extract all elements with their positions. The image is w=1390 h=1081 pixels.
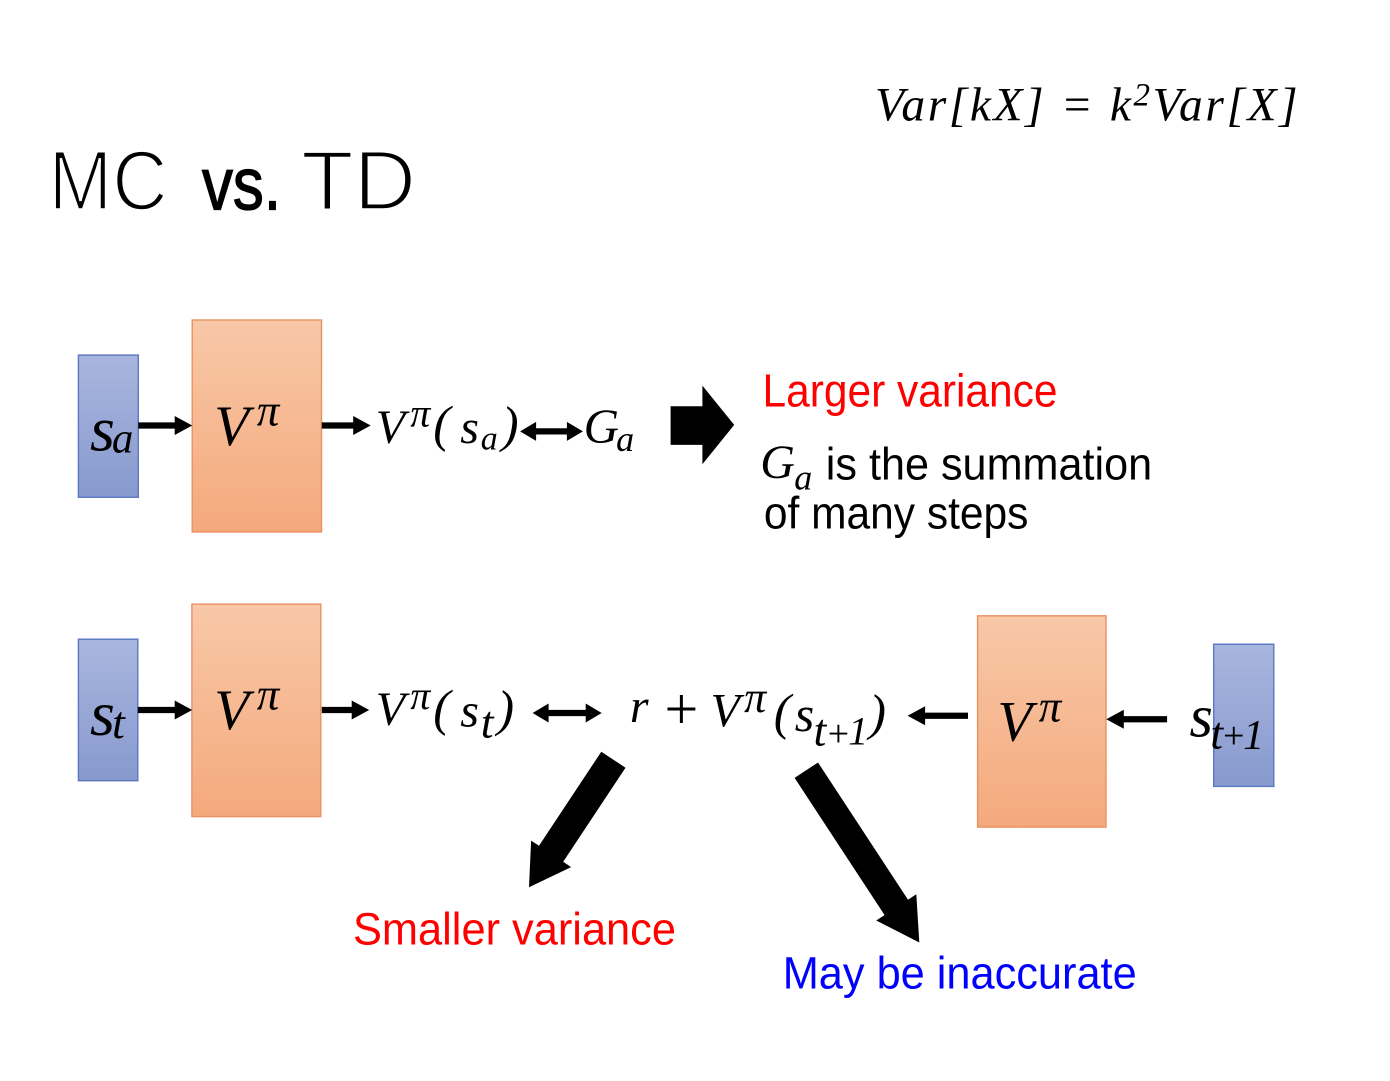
svg-text:G: G [584,398,619,453]
svg-text:t: t [481,696,495,747]
svg-text:a: a [794,457,812,497]
svg-text:V: V [711,685,745,738]
svg-text:G: G [760,436,795,489]
svg-text:s: s [90,393,115,464]
svg-text:+: + [661,676,702,742]
svg-text:MC: MC [49,134,168,228]
svg-text:+: + [1221,715,1247,757]
svg-text:V: V [214,395,255,458]
svg-text:s: s [1190,684,1213,750]
svg-text:a: a [481,420,498,457]
svg-text:π: π [1039,682,1063,732]
svg-text:(: ( [774,685,794,741]
svg-text:V: V [376,683,410,736]
svg-text:): ) [499,397,519,453]
svg-text:Larger variance: Larger variance [763,364,1058,416]
svg-text:): ) [494,682,514,738]
svg-text:V: V [997,691,1038,754]
svg-text:π: π [257,385,281,435]
svg-text:π: π [410,391,431,436]
svg-text:1: 1 [1243,713,1264,759]
svg-text:(: ( [433,397,453,453]
svg-text:s: s [90,678,115,749]
svg-text:is the summation: is the summation [826,439,1152,490]
svg-text:(: ( [433,681,453,737]
svg-text:π: π [744,673,768,722]
svg-text:π: π [257,670,281,720]
svg-text:vs.: vs. [202,143,281,226]
svg-text:s: s [460,401,479,454]
svg-text:TD: TD [301,134,416,228]
svg-text:π: π [410,673,431,718]
svg-text:Smaller variance: Smaller variance [353,904,676,955]
svg-text:t: t [112,697,126,748]
svg-text:of many steps: of many steps [764,487,1029,538]
svg-text:V: V [214,679,255,742]
svg-text:r: r [630,680,649,733]
svg-text:s: s [460,684,479,737]
svg-text:a: a [616,419,634,459]
svg-text:a: a [112,416,133,463]
svg-text:+: + [825,713,851,755]
svg-text:t: t [1210,707,1224,758]
svg-text:1: 1 [848,708,868,753]
svg-text:Var[kX] = k2Var[X]: Var[kX] = k2Var[X] [875,78,1300,132]
svg-text:): ) [866,686,886,742]
svg-text:t: t [814,705,828,756]
svg-text:May be inaccurate: May be inaccurate [783,948,1137,999]
svg-text:s: s [795,686,814,742]
svg-text:V: V [376,401,410,454]
